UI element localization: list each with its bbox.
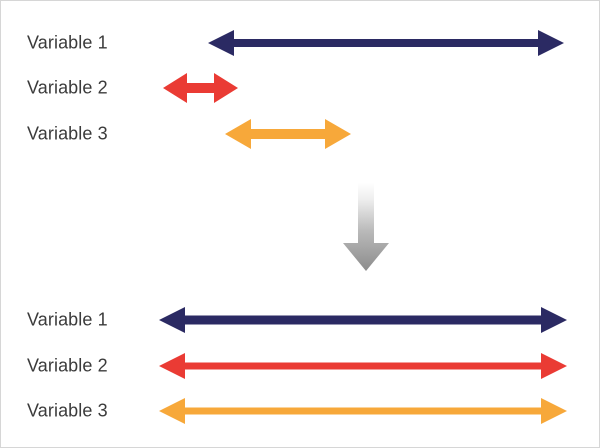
arrow-shape <box>163 73 238 103</box>
panel-before: Variable 1 Variable 2 Variable 3 <box>1 1 599 171</box>
arrow-shape <box>208 30 564 56</box>
variable-label: Variable 1 <box>27 32 108 53</box>
variable-row: Variable 1 <box>1 298 599 342</box>
arrow-after-3 <box>159 396 567 426</box>
variable-label: Variable 2 <box>27 77 108 98</box>
variable-row: Variable 2 <box>1 344 599 388</box>
down-arrow-gradient-icon <box>340 183 392 271</box>
variable-row: Variable 3 <box>1 112 599 156</box>
variable-row: Variable 1 <box>1 21 599 65</box>
variable-label: Variable 2 <box>27 355 108 376</box>
variable-label: Variable 1 <box>27 309 108 330</box>
arrow-after-1 <box>159 305 567 335</box>
arrow-after-2 <box>159 351 567 381</box>
arrow-before-2 <box>163 71 238 105</box>
variable-label: Variable 3 <box>27 400 108 421</box>
arrow-before-3 <box>225 117 351 151</box>
panel-after: Variable 1 Variable 2 Variable 3 <box>1 286 599 447</box>
variable-row: Variable 2 <box>1 66 599 110</box>
arrow-shape <box>159 353 567 379</box>
arrow-shape <box>225 119 351 149</box>
arrow-before-1 <box>208 28 564 58</box>
variable-label: Variable 3 <box>27 123 108 144</box>
arrow-shape <box>159 307 567 333</box>
arrow-shape <box>159 398 567 424</box>
variable-row: Variable 3 <box>1 389 599 433</box>
